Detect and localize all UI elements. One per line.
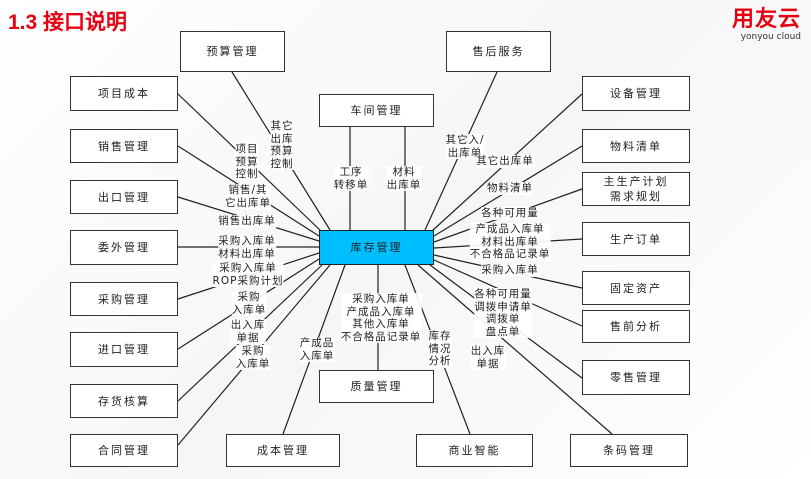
box-equipment: 设备管理 xyxy=(582,76,690,111)
label-mps: 各种可用量 xyxy=(481,207,539,220)
label-import: 采购 入库单 xyxy=(231,291,267,316)
logo-cn: 用友云 xyxy=(731,7,801,32)
label-bom: 物料清单 xyxy=(487,182,533,195)
box-inventory-accounting: 存货核算 xyxy=(70,384,178,418)
box-budget: 预算管理 xyxy=(180,31,285,72)
box-fixed-assets: 固定资产 xyxy=(582,271,690,305)
box-project-cost: 项目成本 xyxy=(70,76,178,111)
box-barcode: 条码管理 xyxy=(570,434,688,467)
line-barcode xyxy=(417,264,613,435)
logo-en: yonyou cloud xyxy=(740,32,801,42)
label-after-sales: 其它入/ 出库单 xyxy=(445,134,485,159)
box-quality: 质量管理 xyxy=(319,370,434,403)
label-quality: 采购入库单 产成品入库单 其他入库单 不合格品记录单 xyxy=(340,293,422,343)
yonyou-logo: 用友云 yonyou cloud xyxy=(731,7,801,43)
label-bi: 库存 情况 分析 xyxy=(428,330,452,368)
label-fixed-assets: 采购入库单 xyxy=(481,264,539,277)
box-export: 出口管理 xyxy=(70,180,178,214)
box-retail: 零售管理 xyxy=(582,360,690,395)
box-production-order: 生产订单 xyxy=(582,222,690,256)
label-sales: 销售/其 它出库单 xyxy=(225,184,271,209)
box-presales: 售前分析 xyxy=(582,310,690,343)
hub-inventory-management: 库存管理 xyxy=(319,230,434,265)
label-workshop-a: 工序 转移单 xyxy=(333,166,369,191)
label-budget: 其它 出库 预算 控制 xyxy=(270,120,294,170)
box-contract: 合同管理 xyxy=(70,434,178,467)
label-presales: 各种可用量 调拨申请单 调拨单 盘点单 xyxy=(474,288,532,338)
box-purchase: 采购管理 xyxy=(70,282,178,316)
label-contract: 采购 入库单 xyxy=(235,345,271,370)
box-outsourcing: 委外管理 xyxy=(70,230,178,265)
box-bom: 物料清单 xyxy=(582,129,690,163)
box-mps: 主生产计划 需求规划 xyxy=(582,172,690,206)
label-project-cost: 项目 预算 控制 xyxy=(235,143,259,181)
box-import: 进口管理 xyxy=(70,332,178,367)
label-workshop-b: 材料 出库单 xyxy=(386,166,422,191)
label-barcode: 出入库 单据 xyxy=(470,345,506,370)
label-cost: 产成品 入库单 xyxy=(299,337,335,362)
label-equipment: 其它出库单 xyxy=(476,155,534,168)
box-cost: 成本管理 xyxy=(226,434,340,467)
label-production-order: 产成品入库单 材料出库单 不合格品记录单 xyxy=(469,223,551,261)
label-purchase: 采购入库单 ROP采购计划 xyxy=(212,262,284,287)
label-inventory-accounting: 出入库 单据 xyxy=(230,319,266,344)
box-after-sales: 售后服务 xyxy=(446,31,551,72)
box-workshop: 车间管理 xyxy=(319,94,434,127)
label-outsourcing: 采购入库单 材料出库单 xyxy=(218,235,276,260)
slide-title: 1.3 接口说明 xyxy=(8,11,128,34)
box-sales: 销售管理 xyxy=(70,129,178,163)
label-export: 销售出库单 xyxy=(218,215,276,228)
box-bi: 商业智能 xyxy=(416,434,533,467)
